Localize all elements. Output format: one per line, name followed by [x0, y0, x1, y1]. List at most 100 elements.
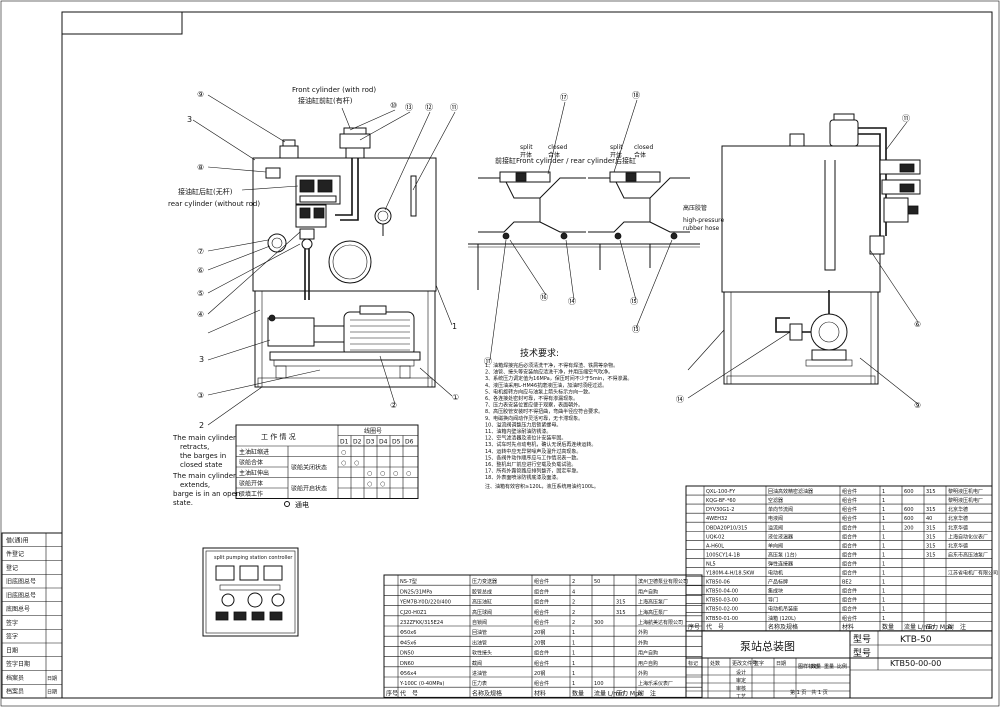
- title-stage-cell: 比例: [837, 663, 847, 670]
- parts-cell: 2: [572, 620, 575, 626]
- callout: ⑥: [197, 266, 204, 275]
- filler-cap: [279, 145, 299, 159]
- coil-id: D4: [379, 439, 388, 446]
- callout: ⑬: [405, 103, 413, 112]
- callout: ⑥: [914, 320, 921, 329]
- parts-header: 数量: [882, 623, 894, 631]
- parts-header: 附 注: [948, 623, 966, 631]
- parts-cell: A-H60L: [706, 543, 724, 549]
- coil-id: D3: [366, 439, 375, 446]
- parts-cell: 组合件: [534, 650, 549, 657]
- nameplate: [265, 167, 281, 179]
- callout: 2: [199, 421, 204, 430]
- parts-cell: 北京华德: [948, 542, 968, 549]
- parts-cell: 300: [594, 620, 604, 626]
- work-row-name: 主油缸伸出: [239, 469, 269, 477]
- title-mark-cell: 日期: [776, 661, 786, 667]
- parts-header: 名称及规格: [768, 623, 798, 631]
- closed-label-cn-2: 合体: [634, 151, 646, 159]
- callouts-mid: ⑰ ⑱ ⑯ ⑭ ⑮ ⑬ ⑪: [484, 91, 640, 366]
- parts-cell: 空滤器: [768, 497, 783, 504]
- parts-cell: 导门: [768, 597, 778, 604]
- tech-line: 10、溢流阀调整压力后锁紧螺母。: [485, 421, 561, 428]
- parts-cell: 组合件: [842, 606, 857, 613]
- coil-mark: ○: [393, 470, 398, 477]
- parts-cell: 电动机吊装座: [768, 606, 798, 613]
- parts-cell: 1: [882, 616, 885, 622]
- tech-line: 7、压力表安装位置应便于观察，表面朝外。: [485, 402, 583, 409]
- parts-cell: 上海自动化仪表厂: [948, 533, 988, 540]
- parts-cell: 黎明液压机电厂: [948, 488, 983, 495]
- drawing-name: 泵站总装图: [740, 639, 795, 653]
- hose-label-en-2: rubber hose: [683, 225, 720, 232]
- retract-note-line: closed state: [180, 461, 222, 469]
- parts-cell: 单向节流阀: [768, 506, 793, 513]
- tech-line: 18、外表面喷涂防锈底漆及面漆。: [485, 474, 561, 481]
- tech-line: 8、高压胶管安装时不得扭曲，弯曲半径应符合要求。: [485, 408, 603, 415]
- strip-label: 签字日期: [6, 660, 30, 668]
- parts-cell: 黎明液压机电厂: [948, 497, 983, 504]
- tech-line: 3、系统压力调定值为16MPa，保压时间不少于5min，不得渗漏。: [485, 375, 632, 382]
- parts-cell: 315: [926, 534, 936, 540]
- tech-line: 1、油箱焊接完后必须清洗干净，不得有焊渣、铁屑等杂物。: [485, 362, 618, 369]
- parts-cell: 315: [926, 525, 936, 531]
- callout: ⑨: [914, 401, 921, 410]
- parts-cell: 1: [882, 525, 885, 531]
- parts-cell: 组合件: [842, 488, 857, 495]
- strip-cell: 日期: [47, 676, 57, 682]
- parts-cell: 4: [572, 589, 575, 595]
- title-sign-label: 设计: [736, 669, 746, 676]
- operating-notes: The main cylinder retracts, the barges i…: [172, 434, 309, 509]
- title-stage-cell: 图样标记: [798, 663, 818, 670]
- parts-cell: 胶管总成: [472, 588, 492, 595]
- callout: ⑭: [676, 395, 684, 404]
- parts-cell: 100SCY14-1B: [706, 552, 741, 558]
- parts-cell: 压力表: [472, 680, 487, 687]
- sheet-info: 第 1 页 共 1 页: [790, 689, 828, 696]
- parts-cell: 单向阀: [768, 542, 783, 549]
- parts-cell: 上海高压泵厂: [638, 609, 668, 616]
- level-indicator: [410, 175, 417, 217]
- parts-cell: 315: [616, 610, 626, 616]
- coil-id: D5: [392, 439, 401, 446]
- work-row-name: 驳填工作: [239, 490, 263, 498]
- parts-cell: UQK-02: [706, 534, 725, 540]
- parts-cell: 组合件: [534, 680, 549, 687]
- parts-cell: DYV30G1-2: [706, 507, 734, 513]
- title-mark-cell: 更改文件号: [732, 660, 757, 667]
- parts-header: 材料: [842, 623, 854, 631]
- title-sign-label: 审定: [736, 677, 746, 684]
- parts-cell: 进油管: [472, 670, 487, 677]
- coil-id: D1: [340, 439, 349, 446]
- callout: 1: [452, 322, 457, 331]
- callout: 3: [199, 355, 204, 364]
- parts-header: 代 号: [400, 689, 418, 697]
- parts-cell: 组合件: [842, 560, 857, 567]
- parts-cell: 200: [904, 525, 914, 531]
- parts-cell: 外购: [638, 629, 648, 636]
- parts-cell: KTB50-01-00: [706, 616, 738, 622]
- parts-cell: 315: [616, 600, 626, 606]
- extend-note-line: barge is in an open: [173, 490, 240, 498]
- parts-cell: 组合件: [842, 542, 857, 549]
- tech-title: 技术要求:: [520, 347, 559, 359]
- parts-cell: 1: [882, 498, 885, 504]
- parts-cell: 组合件: [842, 570, 857, 577]
- parts-cell: 组合件: [534, 660, 549, 667]
- parts-cell: 1: [572, 681, 575, 687]
- parts-cell: 1: [882, 607, 885, 613]
- parts-cell: 组合件: [842, 524, 857, 531]
- title-mark-cell: 处数: [710, 660, 720, 667]
- inspection-cover: [328, 240, 372, 284]
- title-block: 泵站总装图 型号 KTB-50 型号 KTB50-00-00 标记处数更改文件号…: [685, 630, 993, 700]
- parts-cell: 1: [572, 640, 575, 646]
- tech-line: 5、电机旋转方向应与油泵上箭头标示方向一致。: [485, 388, 593, 395]
- parts-cell: 组合件: [534, 599, 549, 606]
- parts-cell: 上海乐采仪表厂: [638, 680, 673, 687]
- tech-line: 2、油管、接头等安装前应清洗干净，并用压缩空气吹净。: [485, 369, 613, 376]
- parts-header: 附 注: [638, 689, 656, 697]
- parts-header: 名称及规格: [472, 689, 502, 697]
- controller-title: split pumping station controller: [214, 555, 293, 561]
- parts-cell: 外购: [638, 639, 648, 646]
